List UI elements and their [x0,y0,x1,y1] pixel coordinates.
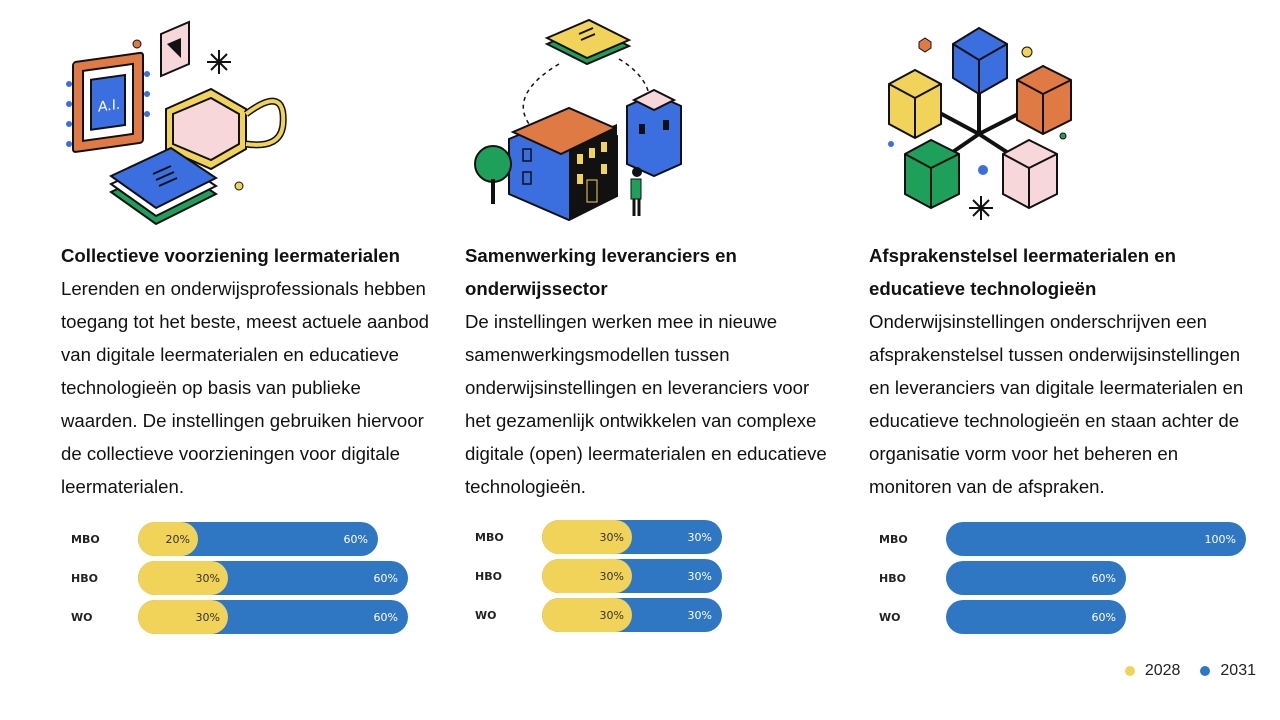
value-label-2028: 30% [600,531,624,544]
small-building-icon [626,88,682,178]
bar-2028 [542,520,632,554]
bar-2031 [138,522,378,556]
card-icon [160,20,190,78]
value-label-2031: 60% [1092,611,1116,624]
value-label-2031: 60% [374,611,398,624]
sparkle-icon [207,50,231,74]
chart-3: MBO 100% HBO 60% WO 60% [869,514,1269,654]
cube-orange-icon [1016,64,1072,136]
bar-2028 [542,598,632,632]
column-body: Lerenden en onderwijsprofessionals hebbe… [61,278,430,497]
legend-dot-2028 [1124,666,1135,676]
value-label-2028: 20% [166,533,190,546]
bar-category-label: HBO [475,570,502,583]
bar-2028 [542,559,632,593]
bar-2028 [138,561,228,595]
legend-dot-2031 [1200,666,1211,676]
books-icon [109,146,218,226]
svg-text:A.I.: A.I. [98,97,120,116]
book-icon [544,18,632,66]
bar-2031 [946,600,1126,634]
cube-blue-icon [952,26,1008,96]
bar-2028 [138,600,228,634]
ai-vr-books-illustration: A.I. [66,20,287,226]
value-label-2031: 30% [688,570,712,583]
value-label-2028: 30% [600,570,624,583]
legend-item-2031: 2031 [1200,662,1256,680]
bar-2031 [946,522,1246,556]
column-body: Onderwijsinstellingen onderschrijven een… [869,311,1244,497]
main-building-icon [508,106,618,222]
value-label-2028: 30% [196,611,220,624]
tree-icon [474,145,512,204]
bar-category-label: HBO [879,572,906,585]
value-label-2031: 30% [688,531,712,544]
bar-category-label: WO [71,611,92,624]
vr-headset-icon [165,87,287,171]
ai-chip-icon: A.I. [66,51,150,153]
cube-green-icon [904,138,960,210]
legend-item-2028: 2028 [1124,662,1181,680]
column-text: Collectieve voorziening leermaterialen L… [61,239,433,503]
legend-label-2028: 2028 [1144,662,1181,679]
column-heading: Afsprakenstelsel leermaterialen en educa… [869,245,1176,299]
column-text: Samenwerking leveranciers en onderwijsse… [465,239,837,503]
bar-2028 [138,522,198,556]
bar-category-label: HBO [71,572,98,585]
column-heading: Collectieve voorziening leermaterialen [61,245,400,266]
value-label-2031: 60% [344,533,368,546]
bar-category-label: MBO [71,533,100,546]
bar-category-label: WO [475,609,496,622]
chart-2: MBO 30% 30% HBO 30% 30% WO 30% 30% [465,512,865,652]
buildings-illustration [474,18,682,222]
chart-legend: 2028 2031 [1105,662,1256,680]
cube-yellow-icon [888,68,942,140]
bar-category-label: WO [879,611,900,624]
person-icon [630,167,642,216]
column-heading: Samenwerking leveranciers en onderwijsse… [465,245,737,299]
bar-2031 [946,561,1126,595]
sparkle-icon [969,196,993,220]
column-body: De instellingen werken mee in nieuwe sam… [465,311,827,497]
value-label-2031: 60% [1092,572,1116,585]
cubes-network-illustration [888,26,1072,220]
value-label-2031: 60% [374,572,398,585]
bar-category-label: MBO [879,533,908,546]
column-text: Afsprakenstelsel leermaterialen en educa… [869,239,1264,503]
chart-svg: MBO 100% HBO 60% WO 60% [879,522,1246,634]
value-label-2028: 30% [196,572,220,585]
value-label-2028: 30% [600,609,624,622]
value-label-2031: 30% [688,609,712,622]
chart-svg: MBO 20% 60% HBO 30% 60% WO 30% 60% [71,522,408,634]
bar-category-label: MBO [475,531,504,544]
chart-svg: MBO 30% 30% HBO 30% 30% WO 30% 30% [475,520,722,632]
value-label-2031: 100% [1205,533,1236,546]
chart-1: MBO 20% 60% HBO 30% 60% WO 30% 60% [61,514,461,654]
cube-pink-icon [1002,138,1058,210]
legend-label-2031: 2031 [1220,662,1256,679]
